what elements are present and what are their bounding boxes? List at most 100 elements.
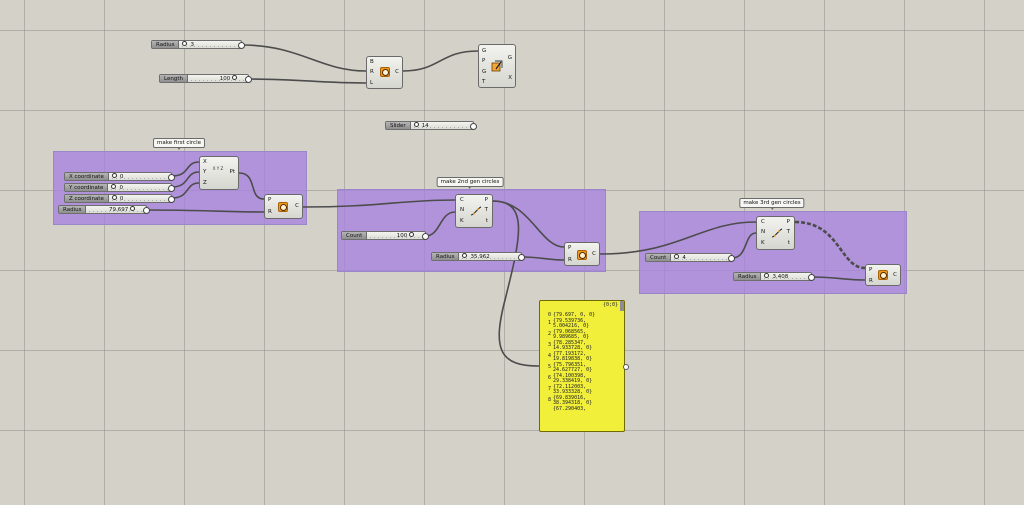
panel-row-value: {77.193172,19.819838, 0} (553, 351, 592, 363)
divide-curve-component-2[interactable]: C N K P T t (756, 216, 795, 250)
input-port-n[interactable]: N (761, 229, 766, 235)
input-port-b[interactable]: B (370, 59, 374, 65)
input-port-c[interactable]: C (761, 219, 765, 225)
brep-component[interactable]: G P G T G X (478, 44, 516, 88)
slider-track[interactable]: 4 (671, 254, 731, 261)
input-port-r[interactable]: R (568, 257, 572, 263)
divide-curve-component-1[interactable]: C N K P T t (455, 194, 493, 228)
output-grip-icon[interactable] (470, 123, 477, 130)
input-port-p[interactable]: P (482, 58, 486, 64)
output-grip-icon[interactable] (422, 233, 429, 240)
slider-track[interactable]: 14 (410, 122, 473, 129)
output-port-c[interactable]: C (395, 69, 399, 75)
slider-14[interactable]: Slider 14 (385, 121, 477, 130)
y-coordinate-slider[interactable]: Y coordinate 0 (64, 183, 175, 192)
panel-row-line: {79.539736, (553, 317, 587, 324)
x-coordinate-slider[interactable]: X coordinate 0 (64, 172, 175, 181)
slider-track[interactable]: 0 (108, 184, 171, 191)
panel-row-index: 7 (547, 386, 551, 393)
panel-output-grip-icon[interactable] (623, 364, 629, 370)
panel-row: 7{72.112003,33.933328, 0} (540, 384, 624, 396)
output-grip-icon[interactable] (168, 196, 175, 203)
input-port-z[interactable]: Z (203, 180, 207, 186)
panel-row: 6{74.100398,29.338419, 0} (540, 372, 624, 385)
slider-value: 100 (219, 76, 231, 82)
radius-slider-3rd-gen[interactable]: Radius 3.408 (733, 272, 815, 281)
output-grip-icon[interactable] (518, 254, 525, 261)
output-port-t[interactable]: T (484, 207, 488, 213)
circle-component-1[interactable]: P R C (264, 194, 303, 219)
panel-scrollbar[interactable] (620, 301, 624, 311)
output-port-g[interactable]: G (507, 55, 512, 61)
input-port-k[interactable]: K (460, 218, 464, 224)
output-port-x[interactable]: X (508, 75, 512, 81)
count-slider-3rd-gen[interactable]: Count 4 (645, 253, 735, 262)
slider-track[interactable]: 0 (108, 173, 171, 180)
brep-icon (491, 60, 503, 72)
input-port-g2[interactable]: G (482, 69, 487, 75)
output-grip-icon[interactable] (168, 174, 175, 181)
z-coordinate-slider[interactable]: Z coordinate 0 (64, 194, 175, 203)
points-panel[interactable]: {0;0} 0{79.697, 0, 0}1{79.539736,5.00421… (539, 300, 625, 432)
input-port-l[interactable]: L (370, 80, 374, 86)
input-port-x[interactable]: X (203, 159, 207, 165)
radius-slider-top[interactable]: Radius 3 (151, 40, 245, 49)
slider-value: 0 (119, 185, 123, 191)
input-port-r[interactable]: R (268, 209, 272, 215)
count-slider-2nd-gen[interactable]: Count 100 (341, 231, 429, 240)
input-port-r[interactable]: R (869, 278, 873, 284)
output-port-t-lower[interactable]: t (787, 240, 790, 246)
output-port-p[interactable]: P (484, 197, 488, 203)
output-port-c[interactable]: C (592, 251, 596, 257)
panel-row-index: 3 (547, 342, 551, 349)
input-port-g[interactable]: G (482, 48, 487, 54)
slider-track[interactable]: 3 (179, 41, 241, 48)
output-port-c[interactable]: C (295, 203, 299, 209)
slider-track[interactable]: 0 (108, 195, 171, 202)
output-port-c[interactable]: C (893, 272, 897, 278)
output-grip-icon[interactable] (238, 42, 245, 49)
input-port-k[interactable]: K (761, 240, 765, 246)
slider-value: 0 (119, 196, 124, 202)
output-port-t[interactable]: T (786, 229, 790, 235)
panel-row-value: {72.112003,33.933328, 0} (553, 384, 592, 396)
slider-track[interactable]: 3.408 (761, 273, 811, 280)
output-grip-icon[interactable] (168, 185, 175, 192)
output-grip-icon[interactable] (245, 76, 252, 83)
input-port-n[interactable]: N (460, 207, 465, 213)
construct-point-component[interactable]: X Y Z X Y Z Pt (199, 156, 239, 190)
panel-path: {0;0} (602, 302, 618, 308)
box-component[interactable]: B R L C (366, 56, 403, 89)
radius-slider-2nd-gen[interactable]: Radius 35.962 (431, 252, 525, 261)
input-port-c[interactable]: C (460, 197, 464, 203)
length-slider[interactable]: Length 100 (159, 74, 252, 83)
slider-label: Y coordinate (65, 184, 109, 191)
output-port-p[interactable]: P (786, 219, 790, 225)
input-port-p[interactable]: P (568, 245, 572, 251)
input-port-p[interactable]: P (869, 267, 873, 273)
circle-component-3[interactable]: P R C (865, 264, 901, 286)
input-port-r[interactable]: R (370, 69, 374, 75)
radius-slider-first-circle[interactable]: Radius 79.697 (58, 205, 150, 214)
panel-row-line: 14.933728, 0} (553, 344, 593, 351)
output-grip-icon[interactable] (808, 274, 815, 281)
output-grip-icon[interactable] (143, 207, 150, 214)
input-port-y[interactable]: Y (203, 169, 207, 175)
slider-track[interactable]: 100 (187, 75, 248, 82)
input-port-t[interactable]: T (482, 79, 486, 85)
divide-curve-icon (470, 206, 482, 216)
panel-row-index: 8 (547, 397, 551, 404)
slider-track[interactable]: 100 (367, 232, 425, 239)
output-port-pt[interactable]: Pt (229, 169, 235, 175)
output-port-t-lower[interactable]: t (485, 218, 488, 224)
panel-row-line: {74.100398, (553, 372, 587, 379)
panel-row-index: 0 (547, 312, 551, 318)
output-grip-icon[interactable] (728, 255, 735, 262)
slider-value: 35.962 (470, 254, 490, 260)
slider-track[interactable]: 79.697 (86, 206, 146, 213)
panel-row-line: 24.627727, 0} (553, 366, 593, 373)
panel-row: {67.290403, (540, 406, 624, 412)
input-port-p[interactable]: P (268, 197, 272, 203)
circle-component-2[interactable]: P R C (564, 242, 600, 266)
slider-track[interactable]: 35.962 (459, 253, 521, 260)
